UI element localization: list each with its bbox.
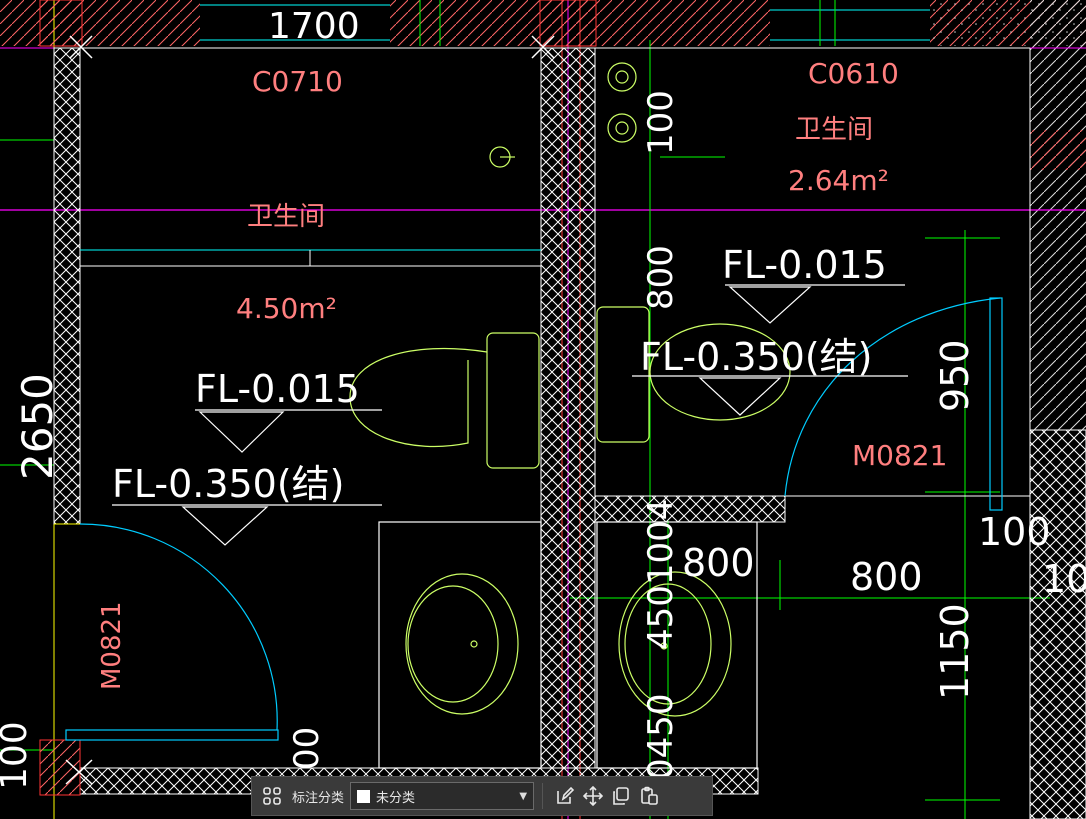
floor-drain-2 <box>607 113 637 143</box>
dim-100: 100 <box>978 510 1051 554</box>
dim-800-a: 800 <box>682 541 755 585</box>
right-room-name: 卫生间 <box>795 115 873 145</box>
dim-left-height: 2650 <box>13 373 62 480</box>
walls <box>39 0 1086 819</box>
left-floor-level-2: FL-0.350(结) <box>112 462 345 506</box>
right-floor-level-2: FL-0.350(结) <box>640 335 873 379</box>
chevron-down-icon: ▼ <box>519 790 528 802</box>
level-markers <box>112 284 908 546</box>
left-room-name: 卫生间 <box>247 202 325 232</box>
basin-right-inner <box>624 583 712 705</box>
dim-mid-v4: 4501004 <box>641 499 681 650</box>
dim-mid-v1: 100 <box>641 90 681 155</box>
dim-bottom-left: 100 <box>0 721 35 790</box>
basin-left-inner <box>407 585 499 703</box>
dim-10: 10 <box>1042 557 1086 601</box>
dim-950: 950 <box>933 339 977 412</box>
doors <box>65 297 1003 741</box>
dim-bottom-mid: 00 <box>287 727 327 770</box>
grid-view-icon[interactable] <box>258 782 286 810</box>
category-select-value: 未分类 <box>376 790 416 806</box>
fixtures <box>349 62 791 769</box>
left-door-code: M0821 <box>97 601 127 690</box>
right-floor-level-1: FL-0.015 <box>722 243 887 287</box>
category-color-swatch <box>357 789 371 803</box>
toilet-bowl-right <box>649 323 791 421</box>
basin-cabinet-right <box>596 521 758 769</box>
door-arc-right <box>784 297 1001 497</box>
dim-800-b: 800 <box>850 555 923 599</box>
paste-icon[interactable] <box>635 782 663 810</box>
dim-1150: 1150 <box>933 603 977 700</box>
dim-mid-v6: 0450 <box>641 693 681 780</box>
edit-icon[interactable] <box>551 782 579 810</box>
left-window-code: C0710 <box>252 65 343 98</box>
dim-top-width: 1700 <box>268 6 360 47</box>
copy-icon[interactable] <box>607 782 635 810</box>
toilet-bowl-left <box>349 347 488 447</box>
corner-markers <box>65 35 555 785</box>
basin-left-outer <box>405 573 519 715</box>
toilet-tank-left <box>486 332 540 469</box>
right-door-code: M0821 <box>852 439 947 472</box>
left-room-area: 4.50m² <box>236 292 337 325</box>
basin-right-outer <box>618 571 732 717</box>
dimension-labels: 1700 2650 100 00 100 800 4501004 0450 80… <box>0 6 1086 790</box>
door-arc-left <box>79 523 278 731</box>
right-room-area: 2.64m² <box>788 164 889 197</box>
basin-cabinet-left <box>378 521 542 769</box>
floor-drain-1 <box>607 62 637 92</box>
category-select[interactable]: 未分类 ▼ <box>350 782 535 810</box>
move-icon[interactable] <box>579 782 607 810</box>
annotation-toolbar: 标注分类 未分类 ▼ <box>251 776 713 816</box>
toilet-tank-right <box>596 306 650 443</box>
category-label: 标注分类 <box>292 790 345 806</box>
toolbar-divider <box>542 783 544 809</box>
room-labels: C0710 卫生间 4.50m² FL-0.015 FL-0.350(结) M0… <box>97 57 947 690</box>
left-floor-level-1: FL-0.015 <box>195 367 360 411</box>
right-window-code: C0610 <box>808 57 899 90</box>
dim-mid-v2: 800 <box>641 245 681 310</box>
